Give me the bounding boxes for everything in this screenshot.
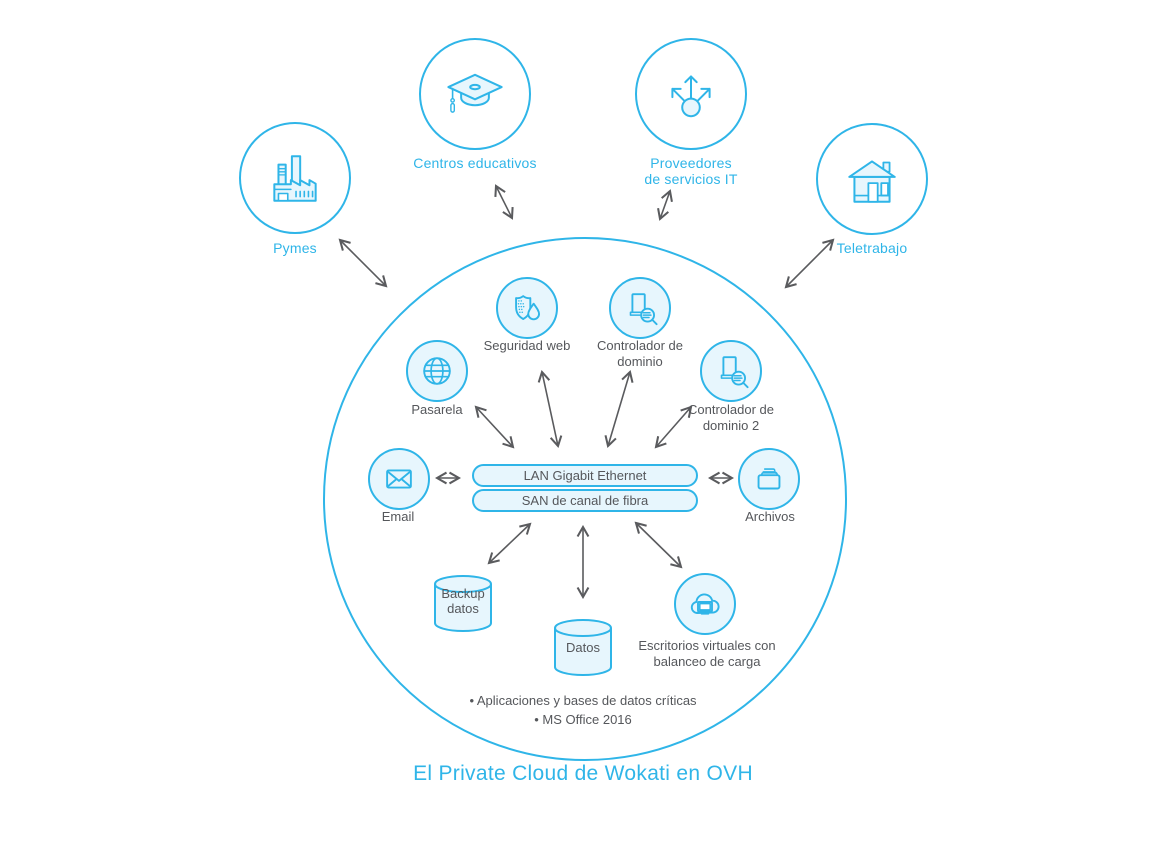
- label-backup-datos: Backup datos: [441, 586, 485, 616]
- label-pymes: Pymes: [273, 240, 317, 256]
- node-teletrabajo: [816, 123, 928, 235]
- bus-lan-label: LAN Gigabit Ethernet: [523, 468, 647, 483]
- share-arrows-icon: [660, 63, 722, 125]
- service-seguridad-web: [496, 277, 558, 339]
- label-email: Email: [381, 509, 415, 524]
- note-ms-office: MS Office 2016: [383, 710, 783, 729]
- label-controlador-dominio-2: Controlador de dominio 2: [688, 402, 774, 433]
- server-search-icon: [712, 352, 750, 390]
- shield-drop-icon: [508, 289, 546, 327]
- label-proveedores-it: Proveedores de servicios IT: [644, 155, 738, 187]
- service-pasarela: [406, 340, 468, 402]
- label-centros-educativos: Centros educativos: [413, 155, 537, 171]
- bus-lan: LAN Gigabit Ethernet: [472, 464, 698, 487]
- private-cloud-boundary: [323, 237, 847, 761]
- cloud-notes: Aplicaciones y bases de datos críticas M…: [383, 691, 783, 729]
- arrow-proveedores-cloud: [657, 189, 673, 221]
- label-controlador-dominio: Controlador de dominio: [597, 338, 683, 369]
- bus-san-label: SAN de canal de fibra: [521, 493, 649, 508]
- arrow-centros-cloud: [494, 184, 514, 220]
- service-archivos: [738, 448, 800, 510]
- graduation-cap-icon: [443, 62, 507, 126]
- label-seguridad-web: Seguridad web: [483, 338, 571, 353]
- server-search-icon: [621, 289, 659, 327]
- service-controlador-dominio-2: [700, 340, 762, 402]
- label-escritorios-virtuales: Escritorios virtuales con balanceo de ca…: [638, 638, 776, 669]
- service-escritorios-virtuales: [674, 573, 736, 635]
- database-cylinder-backup: [434, 575, 492, 632]
- label-datos: Datos: [566, 640, 600, 655]
- diagram-title: El Private Cloud de Wokati en OVH: [413, 762, 753, 785]
- label-pasarela: Pasarela: [411, 402, 463, 417]
- label-archivos: Archivos: [745, 509, 795, 524]
- service-email: [368, 448, 430, 510]
- house-icon: [841, 148, 903, 210]
- database-cylinder-datos: [554, 619, 612, 676]
- cloud-desktop-icon: [685, 584, 725, 624]
- note-aplicaciones: Aplicaciones y bases de datos críticas: [383, 691, 783, 710]
- node-pymes: [239, 122, 351, 234]
- envelope-icon: [380, 460, 418, 498]
- globe-icon: [418, 352, 456, 390]
- node-proveedores-it: [635, 38, 747, 150]
- factory-icon: [264, 147, 326, 209]
- folder-icon: [750, 460, 788, 498]
- bus-san: SAN de canal de fibra: [472, 489, 698, 512]
- node-centros-educativos: [419, 38, 531, 150]
- label-teletrabajo: Teletrabajo: [836, 240, 908, 256]
- service-controlador-dominio: [609, 277, 671, 339]
